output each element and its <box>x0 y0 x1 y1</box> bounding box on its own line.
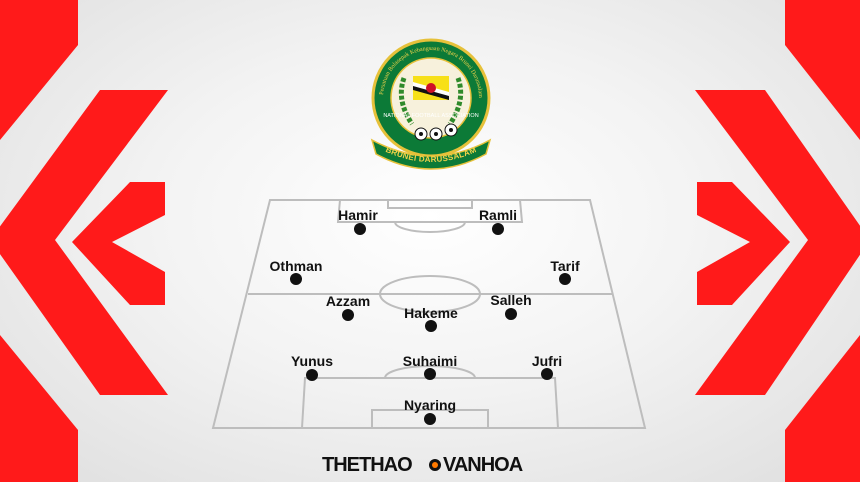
bottom-penalty-box <box>300 377 560 429</box>
player-dot <box>342 309 354 321</box>
player-name: Salleh <box>490 292 531 308</box>
player-marker: Othman <box>270 258 323 285</box>
player-marker: Hakeme <box>404 305 458 332</box>
player-name: Hakeme <box>404 305 458 321</box>
top-penalty-arc <box>394 221 466 233</box>
bottom-penalty-arc <box>384 365 476 379</box>
player-name: Jufri <box>532 353 562 369</box>
football-pitch <box>211 199 647 429</box>
brand-logo: THETHAO VANHOA <box>322 454 524 476</box>
player-marker: Tarif <box>550 258 580 285</box>
player-marker: Salleh <box>490 292 532 320</box>
laurel-left-icon <box>398 77 415 126</box>
right-chevron-outer <box>785 0 860 140</box>
ball-separator-icon <box>429 459 441 471</box>
brunei-fa-badge: Persatuan Bolasepak Kebangsaan Negara Br… <box>370 38 492 170</box>
bottom-goal-box <box>371 409 489 429</box>
player-dot <box>541 368 553 380</box>
player-name: Suhaimi <box>403 353 457 369</box>
brand-text-part2: VANHOA <box>443 454 523 476</box>
brunei-flag-icon <box>413 76 449 100</box>
top-goal-box <box>387 199 473 209</box>
player-dot <box>425 320 437 332</box>
player-name: Yunus <box>291 353 333 369</box>
right-chevron-decoration <box>695 0 860 482</box>
player-marker: Hamir <box>338 207 378 235</box>
player-name: Tarif <box>550 258 580 274</box>
player-name: Ramli <box>479 207 517 223</box>
player-marker: Azzam <box>326 293 370 321</box>
player-marker: Suhaimi <box>403 353 457 380</box>
player-dot <box>559 273 571 285</box>
footballs-icon <box>414 123 458 141</box>
player-name: Nyaring <box>404 397 456 413</box>
left-chevron-outer-lower <box>0 335 78 482</box>
player-dot <box>505 308 517 320</box>
left-chevron-mid <box>0 90 168 395</box>
left-chevron-outer <box>0 0 78 140</box>
left-chevron-decoration <box>0 0 168 482</box>
brand-text-part1: THETHAO <box>322 454 412 476</box>
player-dot <box>354 223 366 235</box>
player-marker: Jufri <box>532 353 562 380</box>
player-dot <box>424 368 436 380</box>
center-circle <box>379 275 482 313</box>
right-chevron-outer-lower <box>785 335 860 482</box>
right-chevron-mid <box>695 90 860 395</box>
player-name: Othman <box>270 258 323 274</box>
player-marker: Nyaring <box>404 397 456 425</box>
player-dot <box>290 273 302 285</box>
badge-ribbon <box>370 138 492 170</box>
player-name: Hamir <box>338 207 378 223</box>
right-chevron-inner <box>697 182 790 305</box>
player-dot <box>306 369 318 381</box>
player-name: Azzam <box>326 293 370 309</box>
player-dot <box>424 413 436 425</box>
laurel-right-icon <box>447 77 464 126</box>
left-chevron-inner <box>72 182 165 305</box>
player-marker: Ramli <box>479 207 517 235</box>
player-dot <box>492 223 504 235</box>
badge-assoc-text: NATIONAL FOOTBALL ASSOCIATION <box>383 113 478 119</box>
player-marker: Yunus <box>291 353 333 381</box>
